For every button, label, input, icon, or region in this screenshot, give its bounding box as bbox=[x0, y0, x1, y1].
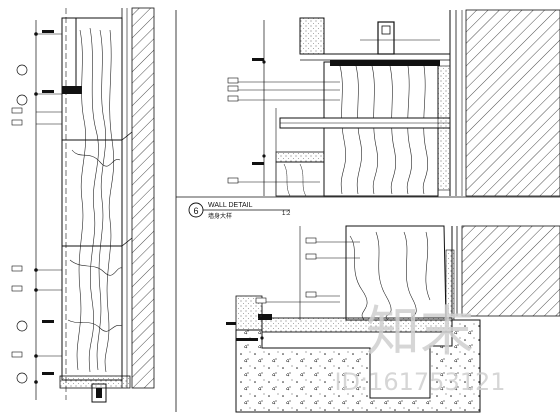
detail-number: 6 bbox=[193, 206, 198, 216]
watermark-id: ID:161753121 bbox=[334, 368, 505, 396]
upper-right-section bbox=[227, 9, 560, 197]
detail-title-block: 6 WALL DETAIL 墙身大样 1:2 bbox=[188, 202, 291, 220]
lower-right-section bbox=[226, 225, 560, 413]
left-stone-panel bbox=[61, 17, 123, 381]
watermark: 知末 ID:161753121 bbox=[334, 300, 505, 396]
detail-title: WALL DETAIL bbox=[208, 202, 253, 209]
left-section bbox=[11, 7, 155, 403]
detail-scale: 1:2 bbox=[282, 211, 291, 217]
concrete-base bbox=[235, 319, 481, 413]
detail-subtitle: 墙身大样 bbox=[208, 212, 232, 220]
upper-stone-panel bbox=[323, 61, 439, 197]
left-brick-wall bbox=[131, 7, 155, 389]
watermark-logo: 知末 bbox=[366, 300, 474, 363]
